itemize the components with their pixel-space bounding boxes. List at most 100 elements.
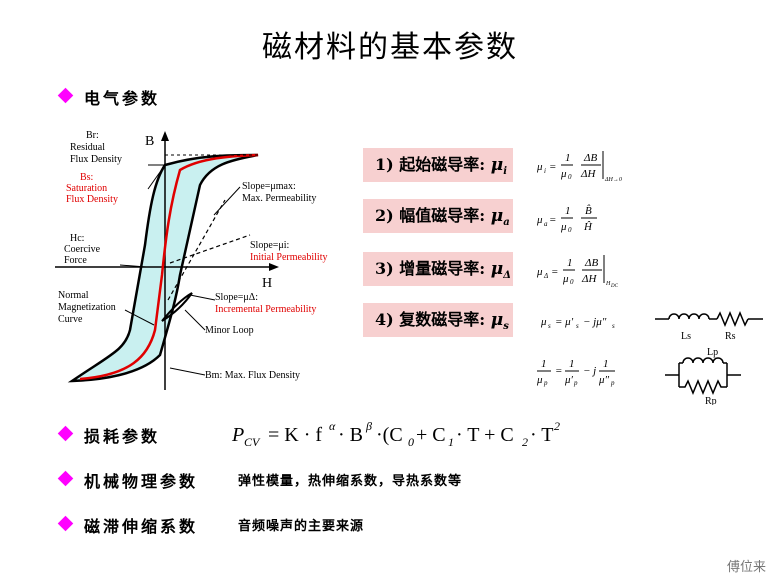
svg-text:μ: μ [536,374,543,386]
bm-leader [169,367,206,376]
section-mechanical: 机械物理参数 [84,472,199,491]
svg-text:· B: · B [338,424,363,446]
inductor-ls [668,313,710,320]
svg-text:0: 0 [568,173,572,181]
svg-text:μ: μ [560,168,567,180]
watermark: 傅位来 [726,560,766,575]
svg-text:=: = [551,266,558,278]
svg-text:− j: − j [583,365,596,377]
svg-text:B̂: B̂ [585,204,592,217]
normal-label-1: Normal [58,290,89,301]
bm-label: Bm: Max. Flux Density [205,370,301,381]
svg-text:1: 1 [448,435,454,449]
minor-loop [161,292,193,322]
svg-text:μ: μ [562,273,569,285]
svg-text:ΔH: ΔH [581,273,597,285]
bullet-magnetostriction [57,515,74,532]
lp-label: Lp [707,347,718,358]
b-axis-arrow [161,131,169,141]
svg-text:· T: · T [530,424,554,446]
svg-text:0: 0 [570,278,574,286]
param-amplitude-permeability: 2) 幅值磁导率: μa [363,199,513,233]
svg-text:1: 1 [567,257,573,269]
svg-text:=: = [549,161,556,173]
resistor-rs [716,311,749,327]
svg-text:ΔH→0: ΔH→0 [604,177,622,183]
svg-text:− jμ″: − jμ″ [583,316,607,328]
svg-text:1: 1 [565,152,571,164]
axis-h-label: H [262,276,272,291]
slope-i-desc: Initial Permeability [250,252,328,263]
resistor-rp [679,379,727,395]
svg-text:ΔB: ΔB [584,257,598,269]
hc-desc: Force [64,255,87,266]
svg-text:+ C: + C [416,424,446,446]
br-desc: Flux Density [70,154,122,165]
tangent-max [167,199,226,301]
svg-text:H: H [605,281,611,287]
normal-leader [124,309,155,326]
hc-coercive: Coercive [64,244,101,255]
svg-text:μ″: μ″ [598,374,610,386]
tangent-initial [169,234,251,264]
param-complex-permeability: 4) 复数磁导率: μs [363,303,513,337]
svg-text:s: s [548,322,551,330]
svg-text:Ĥ: Ĥ [583,221,593,233]
section-electrical: 电气参数 [84,89,161,108]
svg-text:μ: μ [560,221,567,233]
svg-text:μ′: μ′ [564,374,574,386]
bs-label: Bs: [80,172,94,183]
page-title: 磁材料的基本参数 [262,30,518,65]
svg-text:s: s [612,322,615,330]
hysteresis-diagram: B H [55,131,279,390]
minor-leader [184,309,206,331]
svg-text:p: p [543,379,548,387]
svg-text:μ: μ [536,214,543,226]
param-initial-permeability: 1) 起始磁导率: μi [363,148,513,182]
svg-text:p: p [610,379,615,387]
axis-b-label: B [145,134,154,149]
param-incremental-permeability: 3) 增量磁导率: μΔ [363,252,513,286]
rp-label: Rp [705,396,717,405]
magnetostriction-note: 音频噪声的主要来源 [238,519,365,534]
svg-text:P: P [231,424,244,446]
normal-label-3: Curve [58,314,83,325]
parallel-circuit: Lp Rp [665,347,741,405]
svg-text:α: α [329,419,336,433]
svg-text:= μ′: = μ′ [555,316,574,328]
bullet-mechanical [57,470,74,487]
svg-text:CV: CV [244,435,261,449]
section-loss: 损耗参数 [84,427,161,446]
series-circuit: Ls Rs [655,311,763,342]
slope-delta-label: Slope=μΔ: [215,292,258,303]
svg-text:i: i [544,167,546,175]
slope-delta-desc: Incremental Permeability [215,304,317,315]
normal-magnetization-curve [79,153,259,381]
svg-text:μ: μ [536,266,543,278]
slope-delta-leader [189,294,216,301]
section-magnetostriction: 磁滞伸缩系数 [84,517,199,536]
svg-text:ΔB: ΔB [583,152,597,164]
hc-leader [119,264,147,268]
bullet-loss [57,425,74,442]
svg-text:0: 0 [408,435,414,449]
bs-desc: Flux Density [66,194,118,205]
svg-text:2: 2 [554,419,560,433]
svg-text:· T + C: · T + C [456,424,514,446]
slope-max-label: Slope=μmax: [242,181,296,192]
ls-label: Ls [681,331,691,342]
bs-saturation: Saturation [66,183,108,194]
h-axis-arrow [269,263,279,271]
svg-text:a: a [544,220,548,228]
svg-text:1: 1 [541,358,547,370]
rs-label: Rs [725,331,736,342]
svg-text:1: 1 [569,358,575,370]
svg-text:DC: DC [610,284,619,289]
br-residual: Residual [70,142,105,153]
bs-leader [147,164,166,190]
svg-text:1: 1 [603,358,609,370]
inductor-lp [682,357,724,364]
svg-text:=: = [555,365,562,377]
svg-text:=: = [549,214,556,226]
